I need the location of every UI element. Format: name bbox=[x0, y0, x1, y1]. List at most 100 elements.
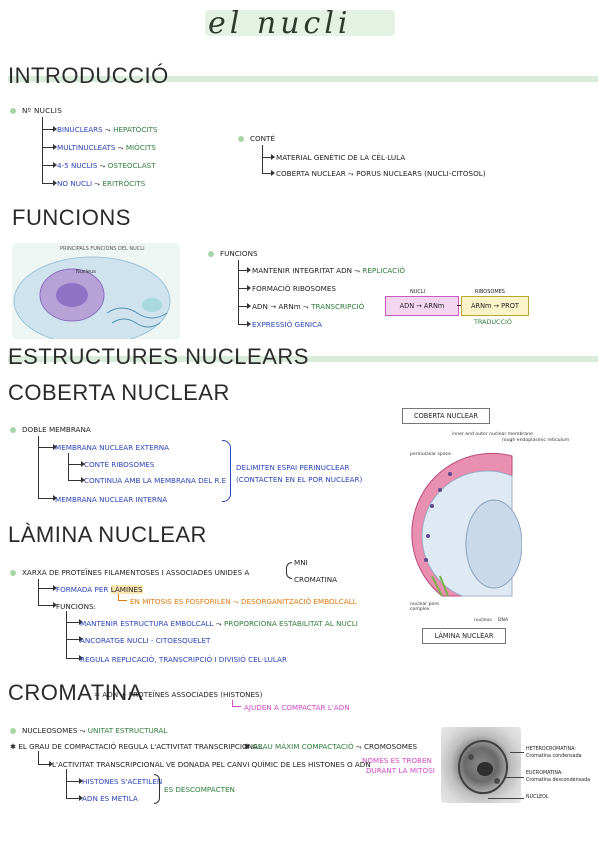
tree-arrow bbox=[68, 453, 85, 484]
micrograph-label: NUCLEOL bbox=[526, 795, 549, 800]
lamina-heading: LÀMINA NUCLEAR bbox=[8, 522, 207, 547]
conte-item: COBERTA NUCLEAR ⤳ PORUS NUCLEARS (NUCLI-… bbox=[276, 169, 486, 178]
continua-re: CONTINUA AMB LA MEMBRANA DEL R.E bbox=[84, 476, 227, 485]
mitosis-line: EN MITOSIS ES FOSFORILEN ⤳ DESORGANITZAC… bbox=[130, 597, 357, 606]
brace-note: (CONTACTEN EN EL POR NUCLEAR) bbox=[236, 475, 363, 484]
tree-arrow bbox=[38, 436, 57, 502]
intro-item: NO NUCLI ⤳ ERITRÒCITS bbox=[57, 179, 146, 188]
grau-max-line: ✱ GRAU MÀXIM COMPACTACIÓ ⤳ CROMOSOMES bbox=[244, 742, 418, 751]
lamina-f3: REGULA REPLICACIÓ, TRANSCRIPCIÓ I DIVISI… bbox=[80, 655, 287, 664]
nucleus-image-label: Nucleus bbox=[76, 269, 96, 275]
grau-line: ✱ EL GRAU DE COMPACTACIÓ REGULA L'ACTIVI… bbox=[10, 742, 262, 751]
micrograph-label: Cromatina condensada bbox=[526, 754, 582, 759]
lamina-f1: MANTENIR ESTRUCTURA EMBOLCALL ⤳ PROPORCI… bbox=[80, 619, 358, 628]
fig-label-coberta: COBERTA NUCLEAR bbox=[402, 408, 490, 424]
conte-label: CONTÉ bbox=[250, 134, 275, 143]
cromatina-text: CROMATINA bbox=[294, 575, 338, 584]
ajuden-arrow bbox=[232, 700, 241, 707]
bullet-dot bbox=[238, 136, 244, 142]
cromatina-def: = ADN + PROTEÏNES ASSOCIADES (HISTONES) bbox=[94, 690, 263, 699]
diagram-nucli-label: NUCLI bbox=[410, 289, 426, 295]
tree-arrow bbox=[66, 769, 83, 802]
doble-label: DOBLE MEMBRANA bbox=[22, 425, 91, 434]
formada-line: FORMADA PER LÀMINES bbox=[56, 585, 143, 594]
micrograph-label: EUCROMATINA: bbox=[526, 771, 563, 776]
fig-label: DNA bbox=[498, 618, 509, 623]
brace-note: DELIMITEN ESPAI PERINUCLEAR bbox=[236, 463, 350, 472]
conte-item: MATERIAL GENÈTIC DE LA CÈL·LULA bbox=[276, 153, 406, 162]
nuclear-envelope-illustration bbox=[411, 452, 522, 597]
micrograph-label: HETEROCROMATINA: bbox=[526, 747, 576, 752]
fig-label-lamina: LÀMINA NUCLEAR bbox=[422, 628, 506, 644]
section-rule bbox=[8, 76, 598, 82]
micrograph-texture bbox=[458, 740, 508, 794]
bullet-dot bbox=[10, 570, 16, 576]
estructures-heading: ESTRUCTURES NUCLEARS bbox=[8, 344, 309, 369]
n-nuclis-label: Nº NUCLIS bbox=[22, 106, 63, 115]
micrograph-pointer bbox=[510, 752, 524, 753]
nucleosomes-line: NUCLEOSOMES ⤳ UNITAT ESTRUCTURAL bbox=[22, 726, 168, 735]
tree-arrow bbox=[38, 751, 53, 768]
bullet-dot bbox=[10, 728, 16, 734]
cell-illustration bbox=[13, 256, 171, 339]
funcions-lamina-label: FUNCIONS: bbox=[56, 602, 96, 611]
funcio-item: FORMACIÓ RIBOSOMES bbox=[252, 284, 336, 293]
diagram-traduccio: TRADUCCIÓ bbox=[474, 318, 512, 326]
ajuden-text: AJUDEN A COMPACTAR L'ADN bbox=[244, 703, 350, 712]
membrana-interna: MEMBRANA NUCLEAR INTERNA bbox=[55, 495, 168, 504]
fig-label: perinuclear space bbox=[410, 452, 451, 457]
diagram-ribo-box: ARNm → PROT bbox=[461, 296, 529, 316]
diagram-ribosomes-label: RIBOSOMES bbox=[475, 289, 505, 295]
activitat-line: L'ACTIVITAT TRANSCRIPCIONAL VE DONADA PE… bbox=[52, 760, 371, 769]
xarxa-text: XARXA DE PROTEÏNES FILAMENTOSES I ASSOCI… bbox=[22, 568, 250, 577]
envelope-figure: COBERTA NUCLEAR inner and outer nuclear … bbox=[402, 408, 569, 644]
lamina-f2: ANCORATGE NUCLI - CITOESQUELET bbox=[80, 636, 211, 645]
brace bbox=[154, 774, 160, 804]
diagram-arrow bbox=[457, 305, 461, 306]
coberta-heading: COBERTA NUCLEAR bbox=[8, 380, 230, 405]
diagram-nucli-box: ADN → ARNm bbox=[385, 296, 459, 316]
adn-metila-line: ADN ES METILA bbox=[82, 794, 138, 803]
funcio-item: MANTENIR INTEGRITAT ADN ⤳ REPLICACIÓ bbox=[252, 266, 405, 275]
descompacten-text: ES DESCOMPACTEN bbox=[164, 785, 235, 794]
cromatina-heading: CROMATINA bbox=[8, 680, 143, 705]
nucleus-image: PRINCIPALS FUNCIONS DEL NUCLI Nucleus bbox=[12, 243, 180, 339]
bullet-dot bbox=[208, 251, 214, 257]
intro-item: 4-5 NUCLIS ⤳ OSTEOCLAST bbox=[57, 161, 156, 170]
tree-arrow bbox=[38, 579, 57, 609]
brace bbox=[222, 440, 231, 502]
intro-item: MULTINUCLEATS ⤳ MIÒCITS bbox=[57, 143, 156, 152]
micrograph-label: Cromatina descondensada bbox=[526, 778, 591, 783]
title-highlight bbox=[205, 10, 395, 36]
conte-ribosomes: CONTÉ RIBOSOMES bbox=[84, 460, 155, 469]
durant-text: DURANT LA MITOSI bbox=[366, 766, 435, 775]
mni-text: MNI bbox=[294, 558, 308, 567]
tree-arrow bbox=[262, 145, 275, 177]
fig-label: inner and outer nuclear membrane bbox=[452, 432, 533, 437]
fig-label: nucleus bbox=[474, 618, 492, 623]
fork-brace bbox=[286, 562, 292, 579]
nucleus-image-title: PRINCIPALS FUNCIONS DEL NUCLI bbox=[60, 246, 145, 252]
bullet-dot bbox=[10, 427, 16, 433]
membrana-externa: MEMBRANA NUCLEAR EXTERNA bbox=[55, 443, 170, 452]
fig-label: rough endoplasmic reticulum bbox=[502, 438, 570, 443]
tree-arrow bbox=[66, 611, 83, 662]
laminines-highlight: LÀMINES bbox=[110, 585, 143, 594]
tree-arrow bbox=[238, 260, 251, 328]
bullet-dot bbox=[10, 108, 16, 114]
micrograph-pointer bbox=[488, 798, 524, 799]
fig-label: nuclear pore complex bbox=[410, 602, 439, 612]
chromatin-micrograph bbox=[441, 727, 521, 803]
tree-arrow bbox=[42, 117, 57, 187]
section-rule bbox=[8, 356, 598, 362]
funcions-heading: FUNCIONS bbox=[12, 205, 131, 230]
funcio-item: EXPRESSIÓ GÈNICA bbox=[252, 320, 323, 329]
intro-item: BINUCLEARS ⤳ HEPATÒCITS bbox=[57, 125, 158, 134]
histones-line: HISTONES S'ACETILEN bbox=[82, 777, 163, 786]
funcio-item: ADN → ARNm ⤳ TRANSCRIPCIÓ bbox=[252, 302, 365, 311]
funcions-label: FUNCIONS bbox=[220, 249, 258, 258]
mitosis-arrow bbox=[118, 594, 127, 601]
page-title: el nucli bbox=[208, 6, 352, 41]
intro-heading: INTRODUCCIÓ bbox=[8, 63, 169, 88]
